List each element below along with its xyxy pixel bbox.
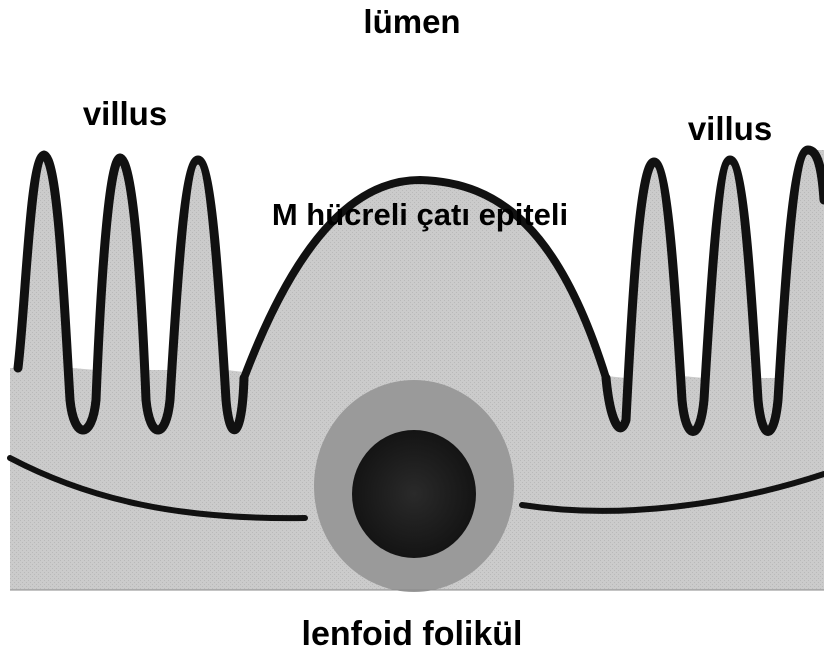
villus-label-right: villus: [688, 110, 772, 147]
dome-epithelium-label: M hücreli çatı epiteli: [272, 197, 568, 232]
lumen-label: lümen: [363, 3, 460, 40]
follicle-germinal-center: [352, 430, 476, 558]
follicle-label: lenfoid folikül: [302, 615, 523, 653]
villus-label-left: villus: [83, 95, 167, 132]
